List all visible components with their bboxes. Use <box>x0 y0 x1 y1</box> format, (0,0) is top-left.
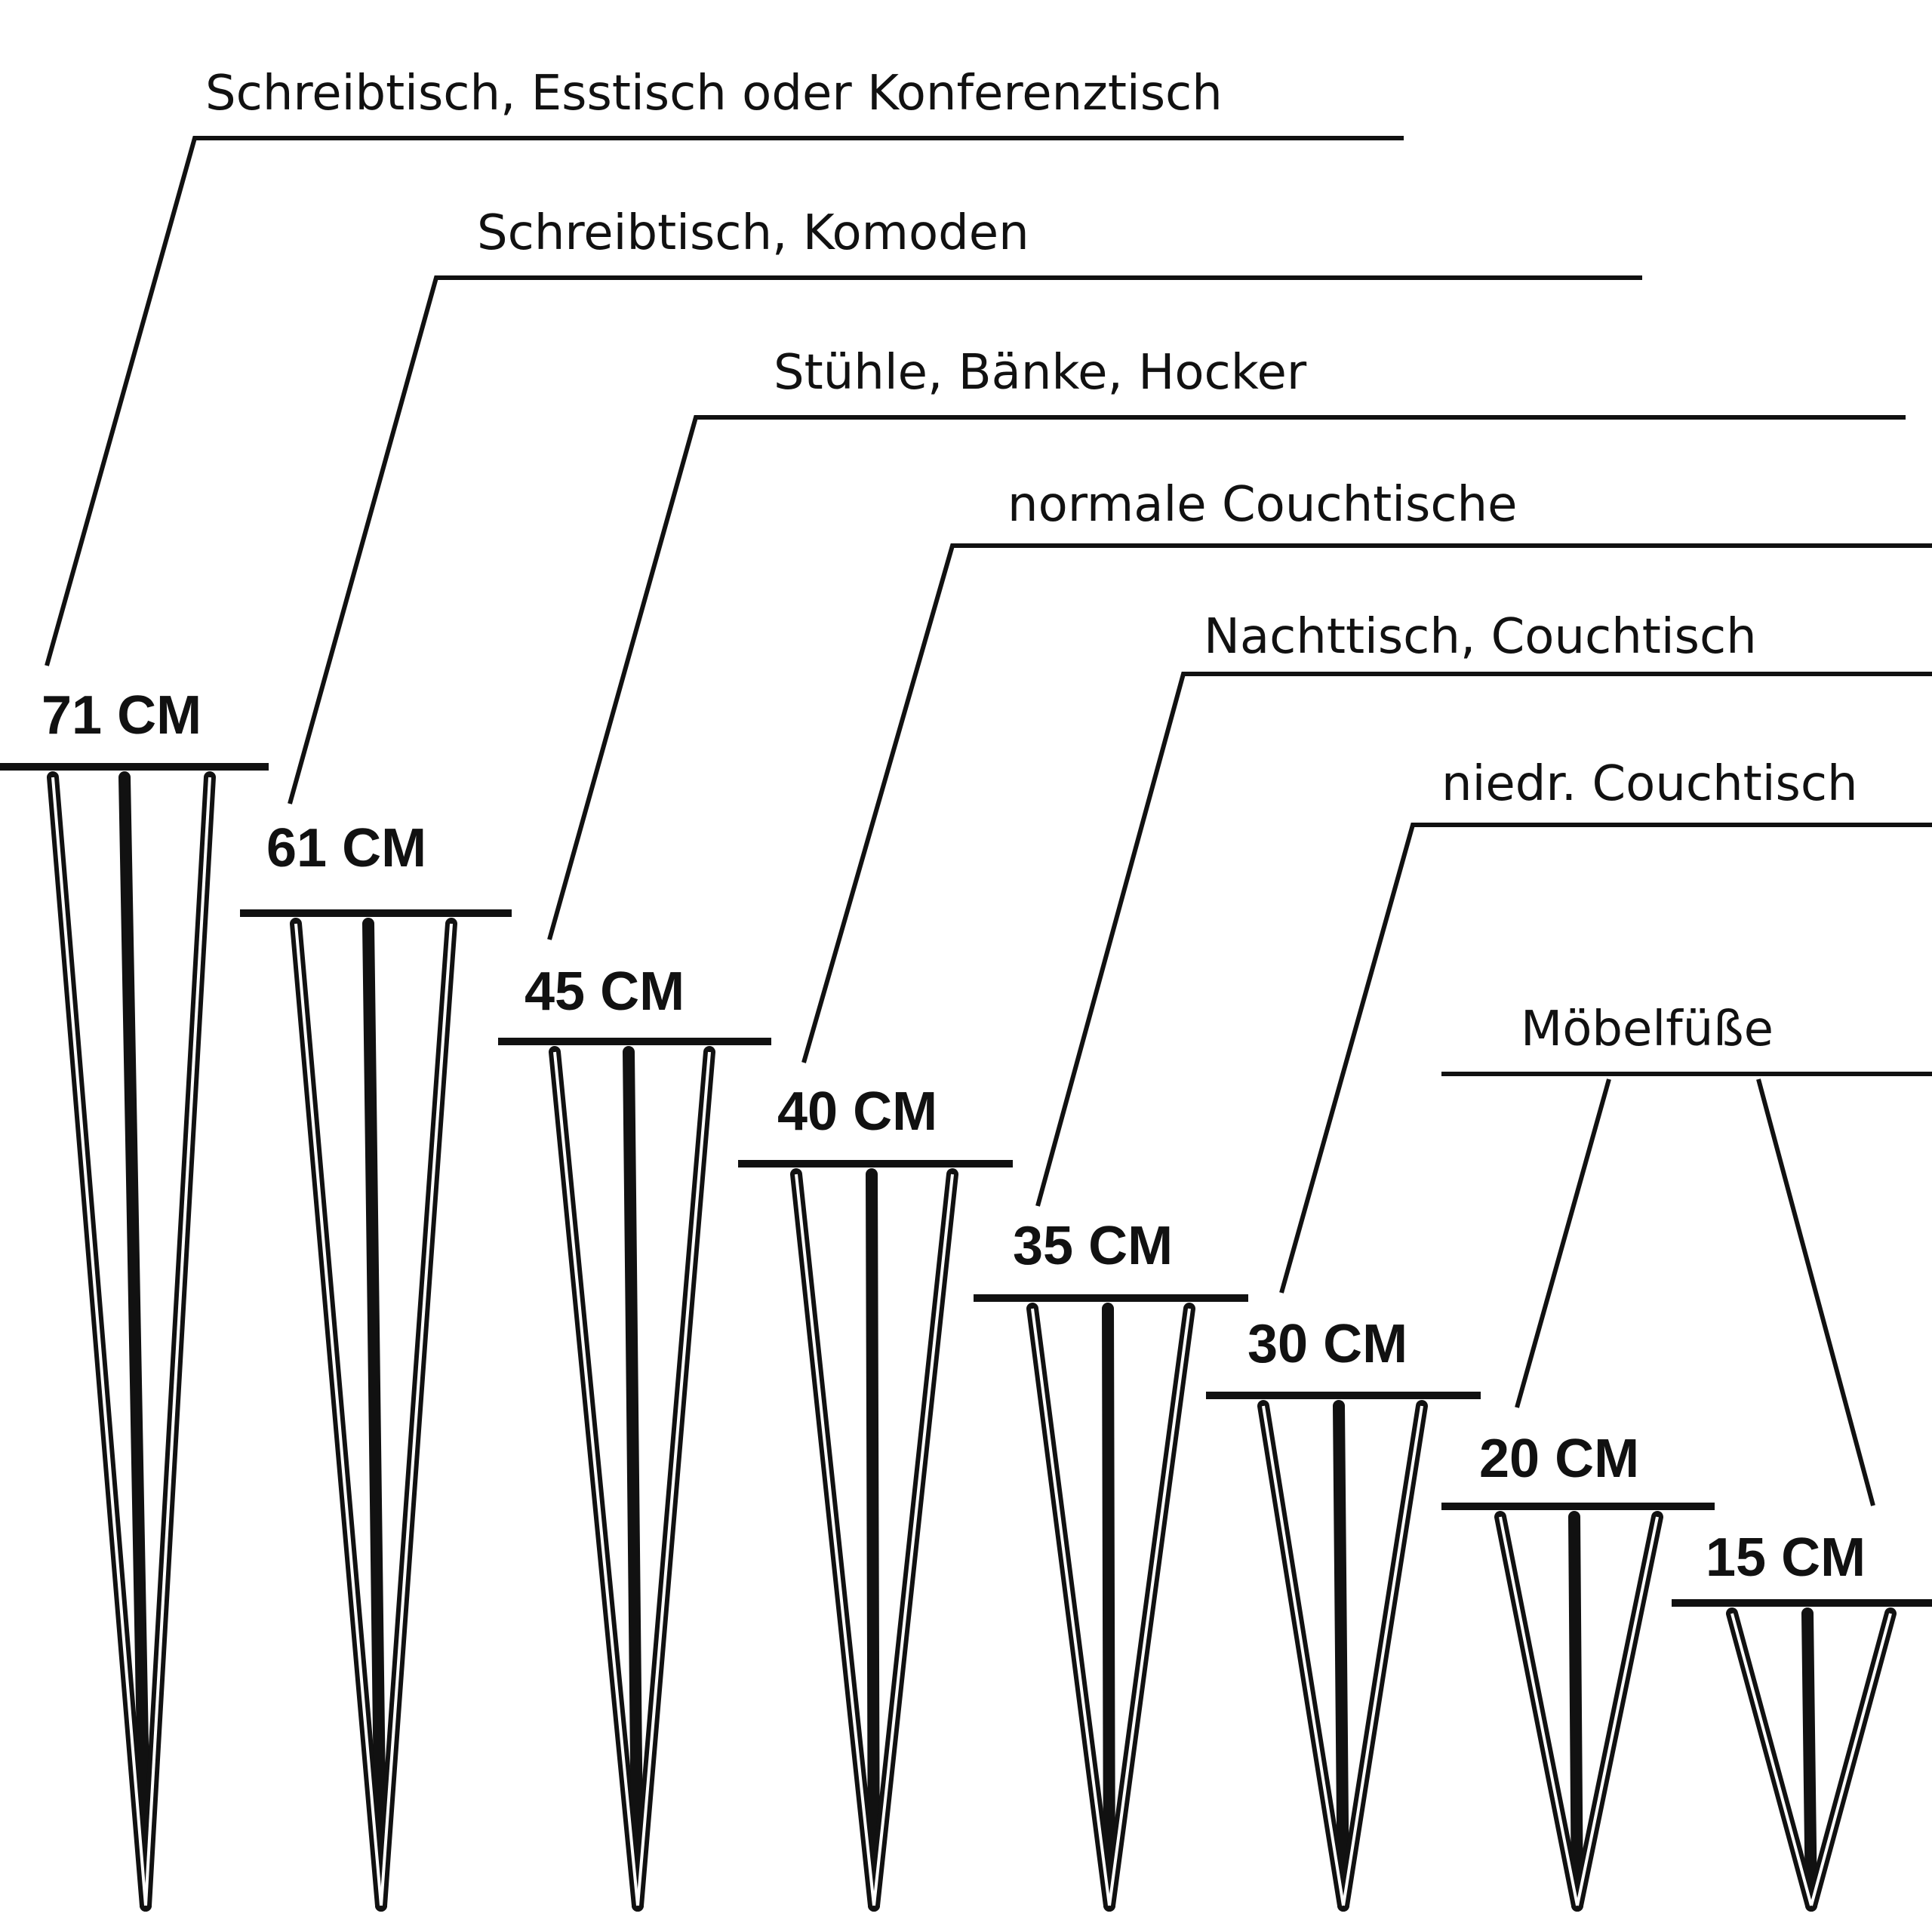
leg-20cm <box>1441 1503 1715 1912</box>
use-label-45: Stühle, Bänke, Hocker <box>774 345 1307 401</box>
leg-61cm <box>240 909 512 1912</box>
size-label-15: 15 CM <box>1706 1527 1866 1588</box>
leg-71cm <box>0 763 269 1912</box>
leader-35 <box>1035 672 1932 1207</box>
use-label-30: niedr. Couchtisch <box>1441 756 1858 812</box>
leg-30cm <box>1206 1392 1481 1912</box>
leader-40 <box>801 543 1932 1063</box>
size-label-61: 61 CM <box>266 818 426 878</box>
use-label-61: Schreibtisch, Komoden <box>477 205 1029 261</box>
use-label-35: Nachttisch, Couchtisch <box>1204 609 1757 665</box>
leader-15 <box>1756 1078 1875 1506</box>
leader-71 <box>45 136 1404 666</box>
size-label-45: 45 CM <box>525 961 685 1022</box>
size-label-20: 20 CM <box>1479 1429 1639 1489</box>
use-label-40: normale Couchtische <box>1008 477 1517 533</box>
leg-40cm <box>738 1160 1013 1912</box>
leader-45 <box>547 415 1906 940</box>
leg-15cm <box>1672 1599 1932 1912</box>
group-label-moebelfuesse: Möbelfüße <box>1521 1001 1774 1057</box>
leg-45cm <box>498 1038 771 1912</box>
leg-35cm <box>974 1294 1248 1912</box>
size-label-71: 71 CM <box>42 685 202 746</box>
leader-61 <box>288 275 1642 804</box>
leader-20 <box>1515 1078 1611 1408</box>
size-label-35: 35 CM <box>1013 1216 1173 1276</box>
use-label-71: Schreibtisch, Esstisch oder Konferenztis… <box>205 66 1223 122</box>
leader-lines <box>45 136 1932 1506</box>
leader-30 <box>1279 823 1932 1294</box>
size-label-30: 30 CM <box>1247 1314 1407 1374</box>
size-label-40: 40 CM <box>777 1081 937 1142</box>
